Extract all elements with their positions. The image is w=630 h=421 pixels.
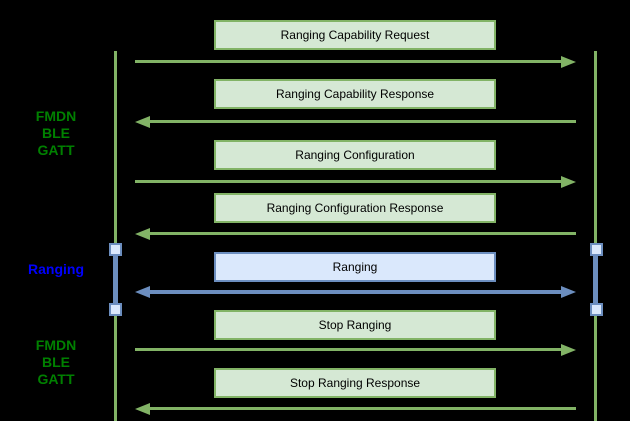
lifeline-left	[114, 51, 117, 421]
arrow-ranging-configuration-response	[135, 228, 576, 240]
message-box-ranging-configuration: Ranging Configuration	[214, 140, 496, 170]
arrow-ranging-bidirectional	[135, 286, 576, 298]
message-label: Ranging Capability Request	[280, 28, 430, 42]
arrow-shaft	[135, 348, 565, 351]
phase-label-fmdn-ble-gatt-top: FMDN BLE GATT	[10, 108, 102, 159]
arrow-left-icon	[135, 228, 150, 240]
message-box-stop-ranging: Stop Ranging	[214, 310, 496, 340]
arrow-right-icon	[561, 286, 576, 298]
phase-label-line: BLE	[42, 354, 70, 370]
phase-label-line: FMDN	[35, 108, 77, 124]
arrow-ranging-capability-request	[135, 56, 576, 68]
arrow-stop-ranging	[135, 344, 576, 356]
phase-label-line: BLE	[42, 125, 70, 141]
message-box-ranging-configuration-response: Ranging Configuration Response	[214, 193, 496, 223]
message-label: Ranging Configuration Response	[266, 201, 444, 215]
phase-label-fmdn-ble-gatt-bottom: FMDN BLE GATT	[10, 337, 102, 388]
message-label: Stop Ranging	[318, 318, 392, 332]
activation-end-marker-right	[590, 303, 603, 316]
arrow-stop-ranging-response	[135, 403, 576, 415]
message-box-ranging: Ranging	[214, 252, 496, 282]
message-label: Ranging Configuration	[295, 148, 415, 162]
phase-label-ranging: Ranging	[10, 261, 102, 278]
message-label: Stop Ranging Response	[289, 376, 421, 390]
arrow-shaft	[146, 407, 576, 410]
arrow-right-icon	[561, 344, 576, 356]
message-label: Ranging Capability Response	[275, 87, 435, 101]
ranging-session-segment-right	[593, 249, 598, 309]
arrow-ranging-configuration	[135, 176, 576, 188]
arrow-left-icon	[135, 403, 150, 415]
arrow-ranging-capability-response	[135, 116, 576, 128]
lifeline-right	[594, 51, 597, 421]
arrow-shaft	[135, 60, 565, 63]
phase-label-line: GATT	[37, 142, 75, 158]
arrow-shaft	[146, 120, 576, 123]
message-box-ranging-capability-response: Ranging Capability Response	[214, 79, 496, 109]
ranging-session-segment-left	[113, 249, 118, 309]
activation-end-marker-left	[109, 303, 122, 316]
phase-label-line: GATT	[37, 371, 75, 387]
arrow-right-icon	[561, 56, 576, 68]
message-box-ranging-capability-request: Ranging Capability Request	[214, 20, 496, 50]
arrow-shaft	[135, 180, 565, 183]
message-box-stop-ranging-response: Stop Ranging Response	[214, 368, 496, 398]
activation-start-marker-left	[109, 243, 122, 256]
phase-label-line: Ranging	[28, 261, 84, 277]
message-label: Ranging	[332, 260, 378, 274]
phase-label-line: FMDN	[35, 337, 77, 353]
arrow-left-icon	[135, 116, 150, 128]
arrow-shaft	[146, 290, 565, 294]
arrow-right-icon	[561, 176, 576, 188]
activation-start-marker-right	[590, 243, 603, 256]
arrow-shaft	[146, 232, 576, 235]
arrow-left-icon	[135, 286, 150, 298]
